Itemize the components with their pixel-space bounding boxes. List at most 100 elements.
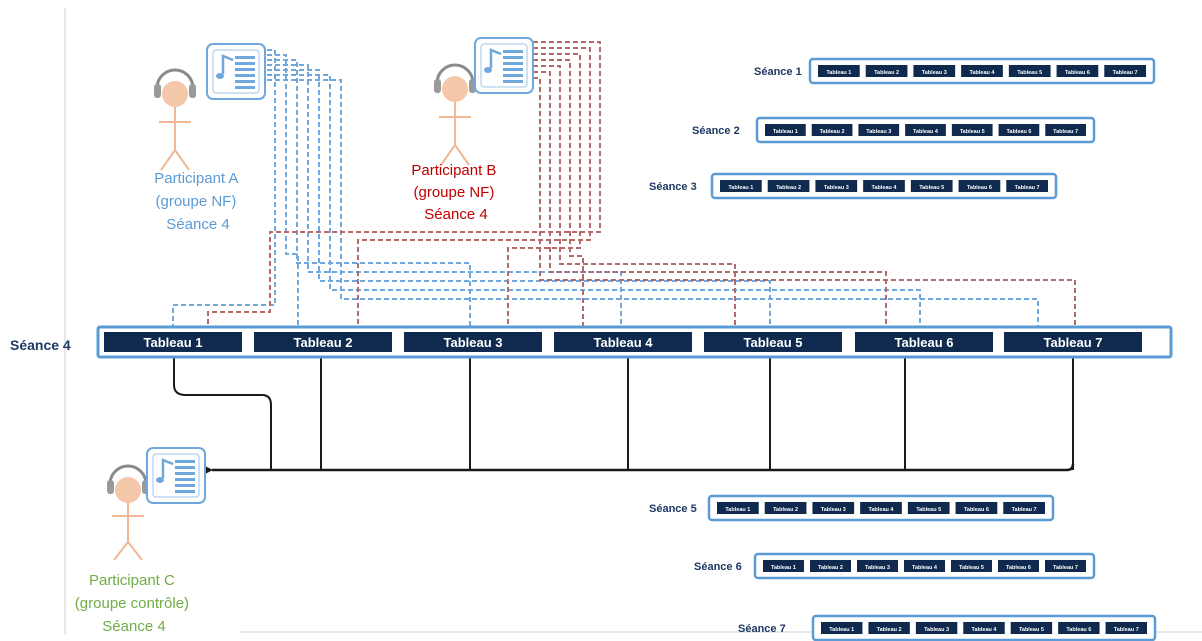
session-tableau-box xyxy=(951,560,992,572)
session-tableau-label: Tableau 2 xyxy=(773,507,798,513)
main-tableau-2: Tableau 2 xyxy=(254,332,392,352)
session-tableau-box xyxy=(1104,65,1146,77)
session-tableau-box xyxy=(904,560,945,572)
main-tableau-label: Tableau 7 xyxy=(1043,335,1102,350)
main-session-label: Séance 4 xyxy=(10,337,71,353)
session-tableau-label: Tableau 3 xyxy=(924,627,949,633)
main-tableau-label: Tableau 5 xyxy=(743,335,802,350)
participant-c-arrows xyxy=(173,352,1075,476)
participant-c-return-arrow xyxy=(201,463,1075,476)
main-tableau-box xyxy=(855,332,993,352)
session-tableau-box xyxy=(958,180,1001,192)
participant-a-arrow xyxy=(267,74,920,330)
participant-b-session: Séance 4 xyxy=(424,206,487,223)
main-tableau-1: Tableau 1 xyxy=(104,332,242,352)
session-label: Séance 2 xyxy=(692,125,740,137)
svg-text:Participant B (groupe NF: Participant B (groupe NF) Séance 4 xyxy=(411,162,500,223)
session-tableau-label: Tableau 5 xyxy=(960,129,985,135)
participant-c: Participant C (groupe contrôle) Séance 4 xyxy=(75,447,206,635)
participant-a-arrow xyxy=(267,69,770,330)
session-tableau-box xyxy=(720,180,762,192)
session-tableau-label: Tableau 3 xyxy=(866,129,891,135)
session-tableau-box xyxy=(915,622,958,634)
main-tableau-label: Tableau 4 xyxy=(593,335,653,350)
music-playlist-icon xyxy=(474,37,534,94)
session-tableau-label: Tableau 4 xyxy=(970,70,996,76)
headphones-person-icon xyxy=(107,464,149,561)
main-tableau-6: Tableau 6 xyxy=(855,332,993,352)
main-tableau-box xyxy=(104,332,242,352)
main-tableau-box xyxy=(554,332,692,352)
session-tableau-box xyxy=(1045,560,1086,572)
session-tableau-label: Tableau 1 xyxy=(771,565,796,571)
session-tableau-label: Tableau 4 xyxy=(869,507,895,513)
session-tableau-box xyxy=(812,502,855,514)
session-tableau-box xyxy=(764,502,807,514)
session-tableau-box xyxy=(765,124,806,136)
session-tableau-box xyxy=(910,180,953,192)
session-tableau-label: Tableau 5 xyxy=(1017,70,1042,76)
svg-text:Participant A (groupe NF: Participant A (groupe NF) Séance 4 xyxy=(154,170,242,233)
session-tableau-box xyxy=(717,502,759,514)
session-tableau-label: Tableau 7 xyxy=(1053,129,1078,135)
main-tableau-3: Tableau 3 xyxy=(404,332,542,352)
session-tableau-box xyxy=(1105,622,1147,634)
session-tableau-label: Tableau 7 xyxy=(1114,627,1139,633)
session-tableau-box xyxy=(1045,124,1086,136)
participant-b-arrow xyxy=(533,77,1075,330)
participant-a-arrows xyxy=(173,49,1038,330)
session-tableau-box xyxy=(907,502,950,514)
session-tableau-box xyxy=(818,65,860,77)
session-tableau-label: Tableau 6 xyxy=(967,185,992,191)
session-tableau-label: Tableau 2 xyxy=(877,627,902,633)
session-tableau-box xyxy=(863,180,905,192)
participant-b-arrow xyxy=(358,47,591,330)
main-tableau-5: Tableau 5 xyxy=(704,332,842,352)
session-tableau-box xyxy=(963,622,1005,634)
session-tableau-box xyxy=(815,180,858,192)
session-tableau-label: Tableau 1 xyxy=(773,129,798,135)
participant-a-arrow xyxy=(267,59,470,330)
main-tableau-box xyxy=(254,332,392,352)
session-tableau-box xyxy=(905,124,946,136)
session-tableau-box xyxy=(998,560,1039,572)
session-tableau-box xyxy=(810,560,851,572)
participant-b-arrow xyxy=(208,41,601,330)
session-tableau-label: Tableau 2 xyxy=(820,129,845,135)
session-label: Séance 5 xyxy=(649,503,697,515)
session-tableau-box xyxy=(913,65,956,77)
session-tableau-box xyxy=(998,124,1040,136)
session-tableau-label: Tableau 5 xyxy=(919,185,944,191)
main-session: Séance 4 Tableau 1 Tableau 2 Tableau 3 Tabl… xyxy=(10,325,1173,359)
participant-a-arrow xyxy=(267,54,298,330)
participant-a-arrow xyxy=(267,79,1038,330)
participant-b: Participant B (groupe NF) Séance 4 xyxy=(411,37,534,223)
session-tableau-label: Tableau 4 xyxy=(913,129,939,135)
session-tableau-label: Tableau 5 xyxy=(959,565,984,571)
participant-b-arrows xyxy=(208,41,1075,330)
session-tableau-label: Tableau 4 xyxy=(912,565,938,571)
session-tableau-box xyxy=(858,124,900,136)
participant-a-session: Séance 4 xyxy=(166,216,229,233)
participant-c-group: (groupe contrôle) xyxy=(75,595,189,612)
session-tableau-label: Tableau 6 xyxy=(1006,129,1031,135)
session-tableau-box xyxy=(860,502,902,514)
session-tableau-label: Tableau 7 xyxy=(1053,565,1078,571)
session-tableau-label: Tableau 3 xyxy=(865,565,890,571)
session-tableau-label: Tableau 5 xyxy=(1019,627,1044,633)
main-tableau-label: Tableau 6 xyxy=(894,335,953,350)
session-tableau-box xyxy=(865,65,908,77)
session-tableau-label: Tableau 2 xyxy=(874,70,899,76)
participant-b-group: (groupe NF) xyxy=(413,184,494,201)
participant-b-arrow xyxy=(533,65,735,330)
svg-text:Participant C (groupe co: Participant C (groupe contrôle) Séance 4 xyxy=(75,572,193,635)
participant-c-name: Participant C xyxy=(89,572,175,589)
headphones-person-icon xyxy=(434,63,476,166)
